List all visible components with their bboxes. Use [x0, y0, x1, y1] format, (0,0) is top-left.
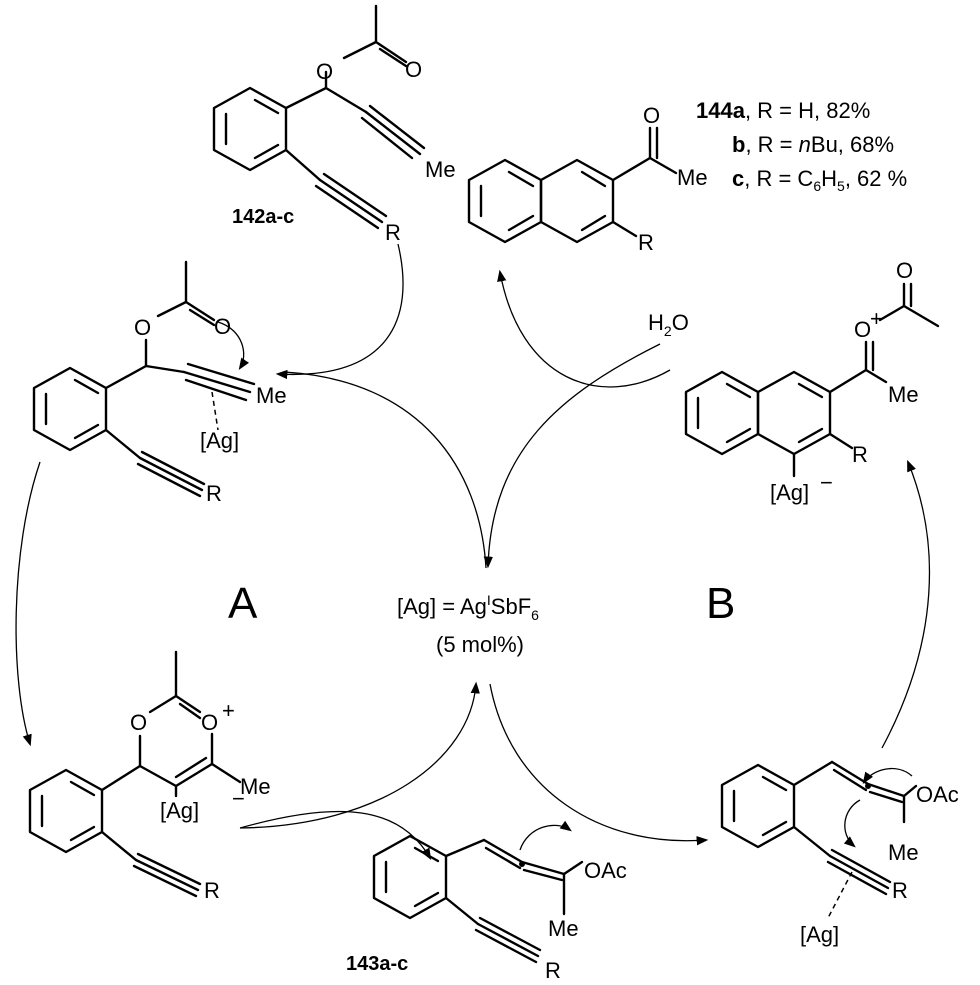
label-r: R: [852, 442, 868, 467]
label-r: R: [204, 878, 220, 903]
charge-minus: −: [232, 786, 245, 811]
intermediate-naphthyl-ag: O O + Me R [Ag] −: [684, 258, 940, 505]
atom-o-oxonium: O: [854, 317, 871, 342]
label-r: R: [206, 481, 222, 506]
label-me: Me: [548, 916, 579, 941]
catalyst-label: [Ag] = AgISbF6 (5 mol%): [397, 592, 539, 657]
atom-o-oxonium: O: [201, 710, 218, 735]
product-yield-table: 144a, R = H, 82% b, R = nBu, 68% c, R = …: [696, 98, 907, 194]
compound-143-structure: OAc Me R 143a-c: [346, 820, 627, 983]
label-me: Me: [240, 774, 271, 799]
compound-142-structure: O O Me R 142a-c: [212, 4, 456, 245]
label-ag: [Ag]: [770, 480, 809, 505]
catalyst-line1: [Ag] = AgISbF6: [397, 592, 539, 623]
yield-row-a: 144a, R = H, 82%: [696, 98, 870, 123]
cycle-label-a: A: [228, 579, 258, 628]
compound-144-structure: O Me R: [467, 103, 708, 255]
atom-o-ester: O: [316, 59, 333, 84]
label-r: R: [638, 230, 654, 255]
label-r: R: [545, 958, 561, 983]
atom-o-carbonyl: O: [896, 258, 913, 283]
intermediate-allene-ag: OAc Me R [Ag]: [720, 760, 959, 947]
charge-plus: +: [222, 698, 235, 723]
label-ag: [Ag]: [200, 428, 239, 453]
label-ag: [Ag]: [160, 798, 199, 823]
charge-plus: +: [870, 306, 883, 331]
label-me: Me: [888, 382, 919, 407]
label-r: R: [892, 878, 908, 903]
atom-o-ester: O: [134, 315, 151, 340]
atom-o-carbonyl: O: [214, 314, 231, 339]
yield-row-c: c, R = C6H5, 62 %: [732, 166, 907, 194]
atom-o-ketone: O: [643, 103, 660, 128]
charge-minus: −: [820, 470, 833, 495]
label-me: Me: [888, 840, 919, 865]
label-me: Me: [677, 165, 708, 190]
reaction-arrows: [15, 243, 931, 861]
intermediate-ag-alkyne: O O Me [Ag] R: [32, 260, 287, 506]
label-r: R: [385, 220, 401, 245]
label-ag: [Ag]: [800, 922, 839, 947]
intermediate-dioxinium: O O + Me [Ag] − R: [28, 650, 271, 903]
catalyst-line2: (5 mol%): [436, 632, 524, 657]
label-oac: OAc: [916, 782, 959, 807]
label-me: Me: [256, 383, 287, 408]
label-me: Me: [425, 157, 456, 182]
atom-o-carbonyl: O: [405, 57, 422, 82]
cycle-label-b: B: [706, 579, 735, 628]
label-oac: OAc: [584, 858, 627, 883]
yield-row-b: b, R = nBu, 68%: [732, 132, 894, 157]
compound-label-142: 142a-c: [232, 206, 294, 228]
compound-label-143: 143a-c: [346, 953, 408, 975]
atom-o-ring: O: [130, 710, 147, 735]
reagent-water: H2O: [648, 310, 689, 339]
